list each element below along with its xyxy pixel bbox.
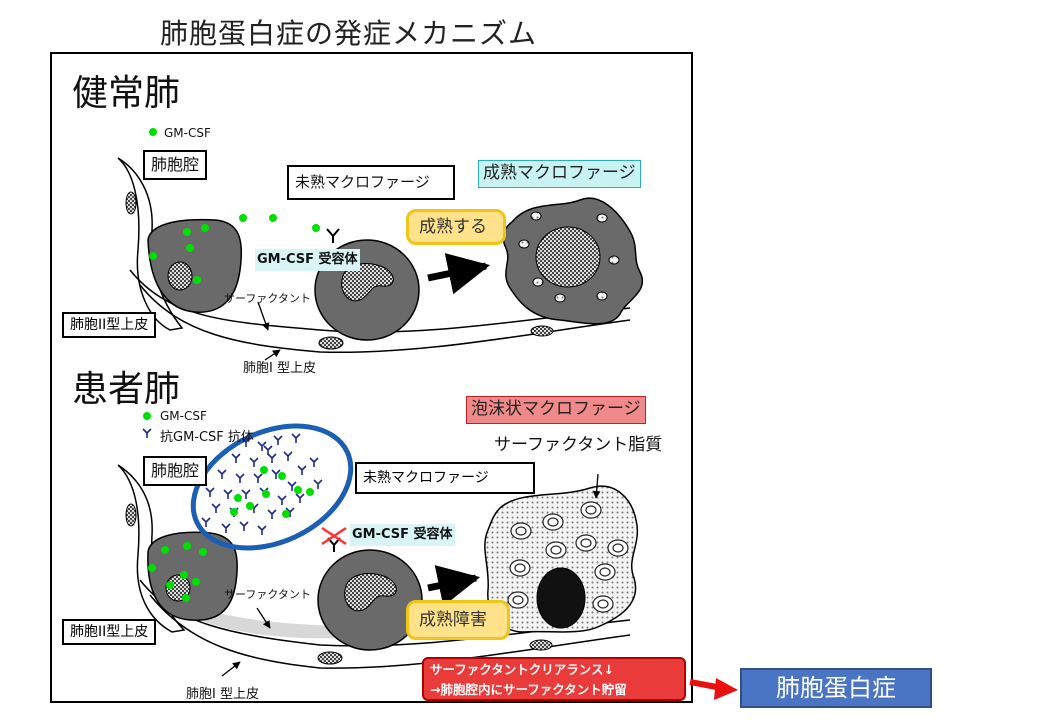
x-mark-icon [321, 526, 347, 546]
result-arrow-head [714, 678, 738, 700]
surfactant-label: サーファクタント [224, 588, 311, 601]
receptor-label: GM-CSF 受容体 [255, 249, 360, 271]
page-title: 肺胞蛋白症の発症メカニズム [160, 17, 538, 50]
maturation-arrow [427, 253, 491, 295]
type1-epithelium-label: 肺胞I 型上皮 [186, 687, 259, 702]
surfactant-lipid-label: サーファクタント脂質 [494, 435, 663, 455]
gmcsf-legend-dot [149, 128, 157, 136]
antibody-legend-label: 抗GM-CSF 抗体 [160, 430, 254, 445]
antibody-legend-icon [142, 428, 152, 439]
patient-section-illustration [117, 412, 638, 677]
gmcsf-legend-dot [143, 412, 151, 420]
foamy-macrophage-label: 泡沫状マクロファージ [466, 396, 646, 424]
maturation-label: 成熟する [406, 209, 506, 245]
healthy-lung-heading: 健常肺 [72, 73, 181, 114]
result-box: 肺胞蛋白症 [740, 668, 932, 708]
type2-epithelium-label: 肺胞II型上皮 [62, 312, 157, 338]
diagram-frame [50, 52, 693, 703]
antibody-cluster-ellipse [190, 423, 354, 551]
clearance-line-1: サーファクタントクリアランス↓ [430, 662, 614, 677]
alveolar-space-label: 肺胞腔 [143, 150, 208, 180]
patient-lung-heading: 患者肺 [72, 369, 181, 410]
type1-epithelium-label: 肺胞I 型上皮 [243, 361, 316, 376]
mature-macrophage-label: 成熟マクロファージ [478, 160, 641, 188]
surfactant-label: サーファクタント [224, 292, 311, 305]
gmcsf-legend-label: GM-CSF [160, 409, 207, 423]
receptor-label: GM-CSF 受容体 [350, 524, 455, 546]
maturation-disorder-label: 成熟障害 [406, 600, 510, 640]
gmcsf-legend-label: GM-CSF [164, 126, 211, 140]
antibody-cluster [201, 433, 323, 536]
surfactant-lipid-vesicles [507, 501, 629, 613]
immature-macrophage-label: 未熟マクロファージ [355, 462, 535, 494]
clearance-line-2: →肺胞腔内にサーファクタント貯留 [430, 682, 627, 697]
type2-epithelium-label: 肺胞II型上皮 [62, 619, 157, 645]
maturation-arrow [427, 565, 481, 607]
receptor-icon [326, 228, 340, 243]
immature-macrophage-label: 未熟マクロファージ [287, 165, 455, 200]
surfactant-clearance-box: サーファクタントクリアランス↓ →肺胞腔内にサーファクタント貯留 [422, 657, 686, 701]
alveolar-space-label: 肺胞腔 [143, 456, 208, 486]
